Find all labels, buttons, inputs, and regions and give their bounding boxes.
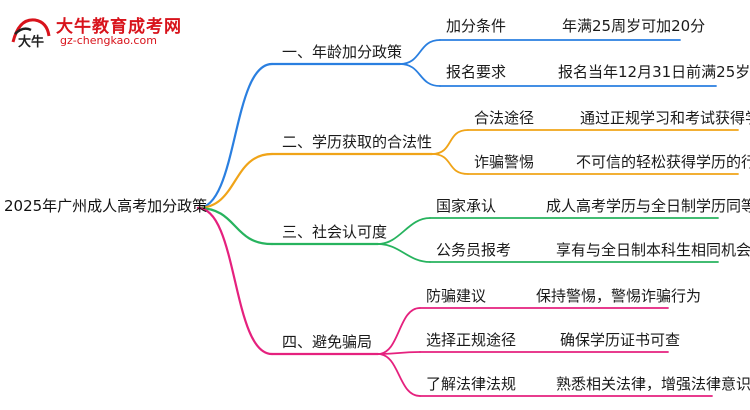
node-bonus-condition: 加分条件 [446,17,507,35]
detail-fraud-warning: 不可信的轻松获得学历的行为 [576,153,750,171]
detail-anti-fraud-advice: 保持警惕，警惕诈骗行为 [536,287,702,305]
node-civil-service: 公务员报考 [436,241,512,259]
child-connector-2-2 [431,153,469,175]
node-fraud-warning: 诈骗警惕 [474,153,535,171]
node-registration-requirement: 报名要求 [446,63,507,81]
child-connector-4-3 [377,353,421,397]
logo-url: gz-chengkao.com [60,34,157,47]
detail-national-recognition: 成人高考学历与全日制学历同等 [546,197,750,215]
child-connector-3-1 [377,217,431,245]
branch-connector-4 [196,206,274,356]
root-topic: 2025年广州成人高考加分政策 [4,197,208,215]
node-choose-proper-channel: 选择正规途径 [426,331,517,349]
node-legal-path: 合法途径 [474,109,535,127]
branch-legitimacy: 二、学历获取的合法性 [282,133,433,151]
child-connector-2-1 [431,129,469,155]
branch-connector-1 [196,62,274,210]
detail-bonus-condition: 年满25周岁可加20分 [562,17,706,35]
detail-registration-requirement: 报名当年12月31日前满25岁 [558,63,750,81]
branch-avoid-scams: 四、避免骗局 [282,333,373,351]
node-understand-laws: 了解法律法规 [426,375,517,393]
child-connector-1-2 [399,63,441,87]
detail-understand-laws: 熟悉相关法律，增强法律意识 [556,375,750,393]
detail-civil-service: 享有与全日制本科生相同机会 [556,241,750,259]
node-national-recognition: 国家承认 [436,197,497,215]
child-connector-3-2 [377,243,431,263]
branch-age-bonus: 一、年龄加分政策 [282,43,403,61]
branch-connector-3 [196,206,274,246]
detail-choose-proper-channel: 确保学历证书可查 [560,331,681,349]
logo-mark-text: 大牛 [18,34,44,50]
logo-title: 大牛教育成考网 [56,17,182,37]
detail-legal-path: 通过正规学习和考试获得学历 [580,109,750,127]
node-anti-fraud-advice: 防骗建议 [426,287,487,305]
child-connector-1-1 [399,39,441,65]
bull-logo-icon: 大牛 [8,12,54,52]
site-logo[interactable]: 大牛 大牛教育成考网 gz-chengkao.com [8,8,238,56]
branch-social-recognition: 三、社会认可度 [282,223,388,241]
branch-connector-2 [196,152,274,210]
child-connector-4-1 [377,307,421,355]
